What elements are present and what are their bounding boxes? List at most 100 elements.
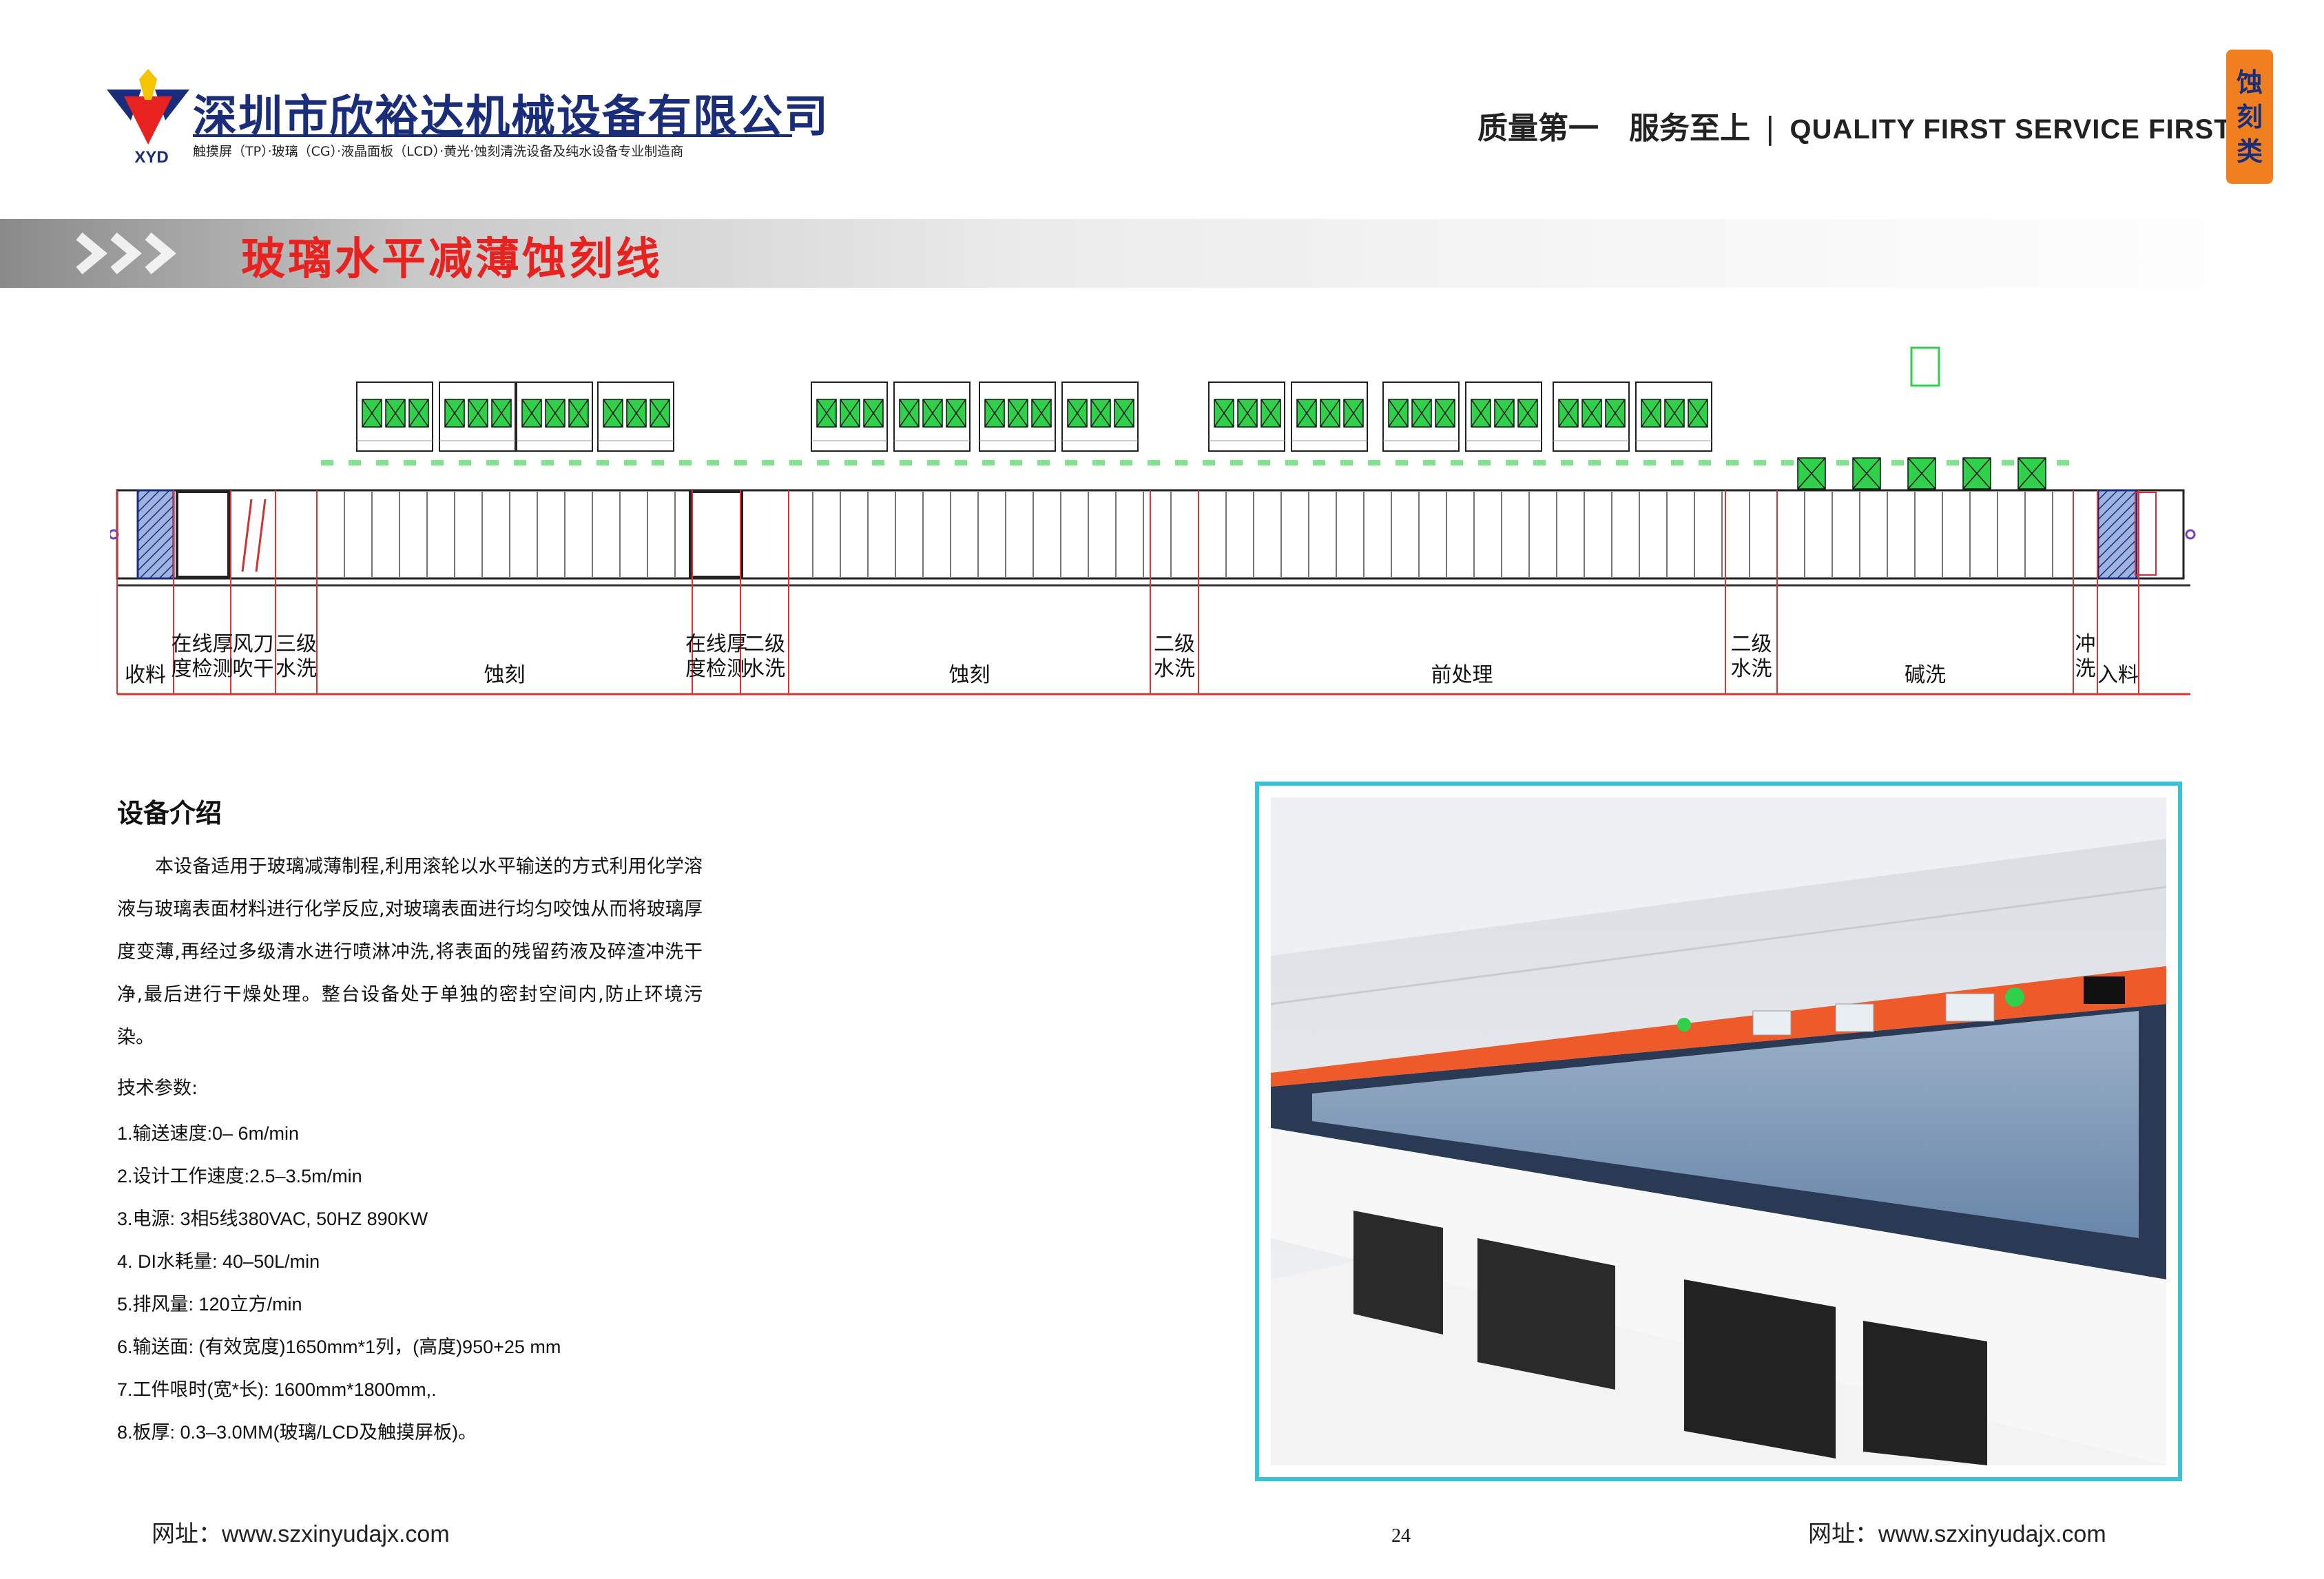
stage-label: 入料: [2097, 663, 2139, 687]
tech-param: 6.输送面: (有效宽度)1650mm*1列，(高度)950+25 mm: [117, 1337, 561, 1357]
tech-param: 4. DI水耗量: 40–50L/min: [117, 1251, 320, 1272]
stage-label-line: 水洗: [1154, 657, 1195, 681]
nozzle-marker: [596, 460, 609, 466]
alkali-pump: [2017, 457, 2046, 490]
nozzle-marker: [459, 460, 471, 466]
nozzle-marker: [541, 460, 554, 466]
stage-dividers: [116, 490, 2139, 694]
load-conveyor-hatch: [2097, 489, 2138, 580]
nozzle-marker: [789, 460, 802, 466]
nozzle-marker: [1092, 460, 1105, 466]
nozzle-marker: [1175, 460, 1187, 466]
stage-label: 三级水洗: [276, 632, 317, 681]
stage-label: 蚀刻: [484, 663, 526, 687]
nozzle-marker: [927, 460, 940, 466]
title-banner: [0, 219, 2324, 288]
nozzle-marker: [1478, 460, 1491, 466]
alkali-pump: [1852, 457, 1881, 490]
stage-labels: 收料在线厚度检测风刀吹干三级水洗蚀刻在线厚度检测二级水洗蚀刻二级水洗前处理二级水…: [125, 632, 2139, 687]
pump-unit: [1635, 381, 1712, 452]
nozzle-marker: [734, 460, 747, 466]
stage-label-line: 洗: [2075, 657, 2096, 681]
stage-label: 二级水洗: [1731, 632, 1772, 681]
stage-label-line: 水洗: [276, 657, 317, 681]
company-tagline: 触摸屏（TP）·玻璃（CG）·液晶面板（LCD）·黄光·蚀刻清洗设备及纯水设备专…: [193, 144, 684, 159]
pump-unit: [597, 381, 674, 452]
pump-unit: [1208, 381, 1285, 452]
page-title: 玻璃水平减薄蚀刻线: [241, 234, 663, 285]
stage-label-line: 碱洗: [1905, 663, 1946, 687]
stage-label-line: 风刀: [233, 632, 274, 656]
process-line-diagram: 收料在线厚度检测风刀吹干三级水洗蚀刻在线厚度检测二级水洗蚀刻二级水洗前处理二级水…: [110, 346, 2196, 696]
company-name: 深圳市欣裕达机械设备有限公司: [193, 92, 829, 143]
nozzle-marker: [1065, 460, 1077, 466]
intro-body: 本设备适用于玻璃减薄制程,利用滚轮以水平输送的方式利用化学溶液与玻璃表面材料进行…: [117, 856, 703, 1048]
pump-unit: [811, 381, 888, 452]
category-char: 类: [2236, 136, 2263, 167]
nozzle-marker: [707, 460, 719, 466]
nozzle-marker: [1396, 460, 1408, 466]
slogan-separator: |: [1765, 111, 1776, 146]
nozzle-marker: [872, 460, 884, 466]
nozzle-marker: [1230, 460, 1243, 466]
stage-label: 冲洗: [2075, 632, 2096, 681]
nozzle-marker: [1561, 460, 1573, 466]
alkali-pump: [1797, 457, 1826, 490]
nozzle-marker: [762, 460, 774, 466]
stage-label: 收料: [125, 663, 166, 687]
pump-unit: [516, 381, 593, 452]
chemical-tank: [1910, 346, 1940, 387]
nozzle-marker: [1726, 460, 1739, 466]
slogan-en: QUALITY FIRST SERVICE FIRST: [1789, 114, 2232, 145]
stage-label-line: 二级: [1154, 632, 1195, 656]
pump-unit: [356, 381, 433, 452]
nozzle-marker: [624, 460, 636, 466]
nozzle-marker: [2057, 460, 2069, 466]
machine-body: [110, 489, 2196, 580]
category-char: 刻: [2236, 101, 2263, 132]
nozzle-marker: [376, 460, 388, 466]
logo-code: XYD: [134, 148, 169, 167]
stage-label-line: 三级: [276, 632, 317, 656]
pump-unit: [893, 381, 971, 452]
nozzle-marker: [1368, 460, 1380, 466]
pump-unit: [1465, 381, 1542, 452]
nozzle-marker: [1836, 460, 1849, 466]
stage-label-line: 水洗: [744, 657, 785, 681]
tech-param: 7.工件哏时(宽*长): 1600mm*1800mm,.: [117, 1379, 437, 1400]
stage-label: 二级水洗: [744, 632, 785, 681]
nozzle-marker: [1258, 460, 1270, 466]
stage-label-line: 入料: [2097, 663, 2139, 687]
category-char: 蚀: [2236, 67, 2263, 98]
stage-label-line: 吹干: [233, 657, 274, 681]
nozzle-marker: [349, 460, 361, 466]
stage-label-line: 收料: [125, 663, 166, 687]
chevrons-icon: [76, 232, 176, 275]
nozzle-marker: [1588, 460, 1601, 466]
nozzle-marker: [514, 460, 526, 466]
tech-param: 3.电源: 3相5线380VAC, 50HZ 890KW: [117, 1209, 428, 1229]
nozzle-marker: [486, 460, 499, 466]
nozzle-marker: [2002, 460, 2014, 466]
stage-label-line: 度检测: [685, 657, 747, 681]
nozzle-marker: [1203, 460, 1215, 466]
category-tab: 蚀 刻 类: [2226, 50, 2273, 184]
stage-label-line: 冲: [2075, 632, 2096, 656]
nozzle-marker: [679, 460, 692, 466]
website-right[interactable]: 网址：www.szxinyudajx.com: [1808, 1521, 2106, 1547]
nozzle-marker: [1616, 460, 1628, 466]
nozzle-marker: [955, 460, 967, 466]
nozzle-marker: [1754, 460, 1766, 466]
pump-unit: [439, 381, 516, 452]
unload-conveyor-hatch: [136, 489, 175, 580]
nozzle-marker: [1947, 460, 1959, 466]
stage-label: 蚀刻: [949, 663, 990, 687]
stage-label: 在线厚度检测: [685, 632, 747, 681]
website-left[interactable]: 网址：www.szxinyudajx.com: [152, 1521, 450, 1547]
nozzle-marker: [1120, 460, 1132, 466]
tech-param: 1.输送速度:0– 6m/min: [117, 1123, 300, 1144]
nozzle-marker: [1781, 460, 1794, 466]
page-number: 24: [1391, 1525, 1411, 1547]
pump-unit: [1553, 381, 1630, 452]
nozzle-marker: [1451, 460, 1463, 466]
